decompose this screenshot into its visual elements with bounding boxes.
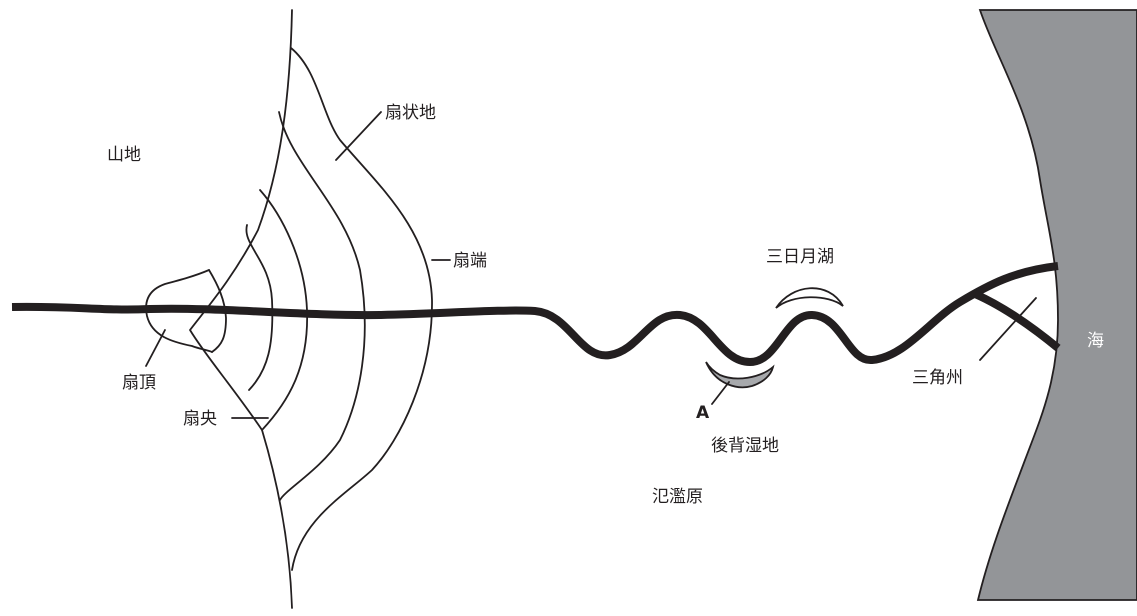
label-fan-top: 扇頂 xyxy=(122,373,156,393)
label-fan-end: 扇端 xyxy=(453,251,487,271)
label-delta: 三角州 xyxy=(912,368,963,388)
sea-area xyxy=(976,9,1137,601)
fan-top-leader xyxy=(145,329,166,367)
fan-outer-edge xyxy=(290,47,433,571)
label-alluvial-fan: 扇状地 xyxy=(385,103,436,123)
label-sea: 海 xyxy=(1087,331,1104,351)
label-mountain: 山地 xyxy=(107,145,141,165)
fan-contour-4 xyxy=(208,269,227,353)
fan-apex-contour xyxy=(145,269,213,353)
point-a-leader xyxy=(711,381,730,405)
fan-contour-3 xyxy=(245,224,274,391)
fan-label-leader xyxy=(335,111,382,161)
delta-leader xyxy=(979,297,1037,361)
label-point-a: A xyxy=(696,403,710,423)
label-backswamp: 後背湿地 xyxy=(711,436,779,456)
backswamp-area xyxy=(705,361,775,389)
label-fan-middle: 扇央 xyxy=(183,409,217,429)
oxbow-lake xyxy=(775,287,844,309)
label-floodplain: 氾濫原 xyxy=(652,487,703,507)
fan-contour-1 xyxy=(278,111,366,501)
mountain-front-line xyxy=(189,9,293,609)
label-oxbow-lake: 三日月湖 xyxy=(766,247,834,267)
main-river xyxy=(11,262,1059,366)
delta-distributary xyxy=(973,290,1061,352)
